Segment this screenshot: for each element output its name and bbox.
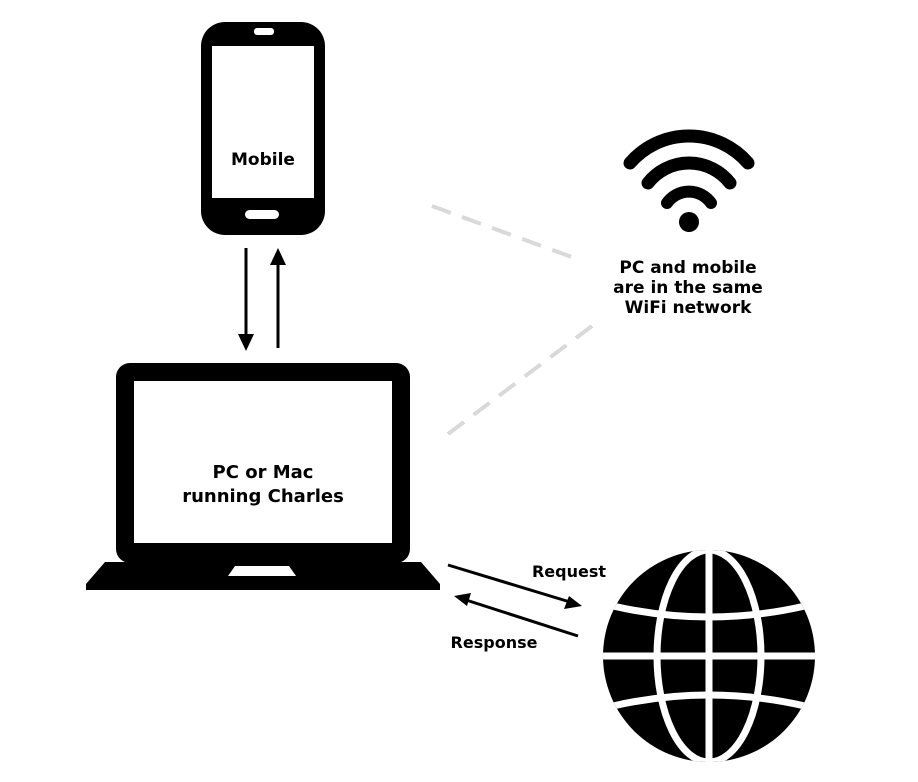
globe-icon	[603, 550, 815, 762]
wifi-label-line-2: are in the same	[613, 278, 763, 298]
wifi-connector	[431, 204, 594, 436]
up-arrow-head	[270, 248, 286, 265]
mobile-label: Mobile	[231, 150, 295, 170]
response-arrow-shaft	[465, 598, 579, 638]
wifi-icon	[623, 129, 755, 232]
request-label: Request	[531, 562, 607, 581]
smartphone-icon	[201, 22, 325, 235]
down-arrow-head	[238, 334, 254, 351]
laptop-label-line-1: PC or Mac	[212, 462, 314, 483]
mobile-laptop-arrows	[238, 248, 286, 351]
request-response-arrows	[447, 563, 582, 638]
wifi-label-line-3: WiFi network	[624, 298, 752, 318]
laptop-label: PC or Mac running Charles	[134, 461, 392, 509]
wifi-label: PC and mobile are in the same WiFi netwo…	[578, 258, 798, 318]
request-arrow-shaft	[447, 563, 571, 604]
wifi-label-line-1: PC and mobile	[619, 258, 757, 278]
laptop-wifi-dashed-line	[446, 324, 594, 436]
response-arrow-head	[454, 593, 471, 606]
response-label: Response	[450, 633, 538, 652]
request-arrow-head	[564, 596, 582, 609]
mobile-wifi-dashed-line	[431, 204, 581, 262]
laptop-icon	[86, 363, 440, 590]
laptop-label-line-2: running Charles	[182, 486, 344, 507]
